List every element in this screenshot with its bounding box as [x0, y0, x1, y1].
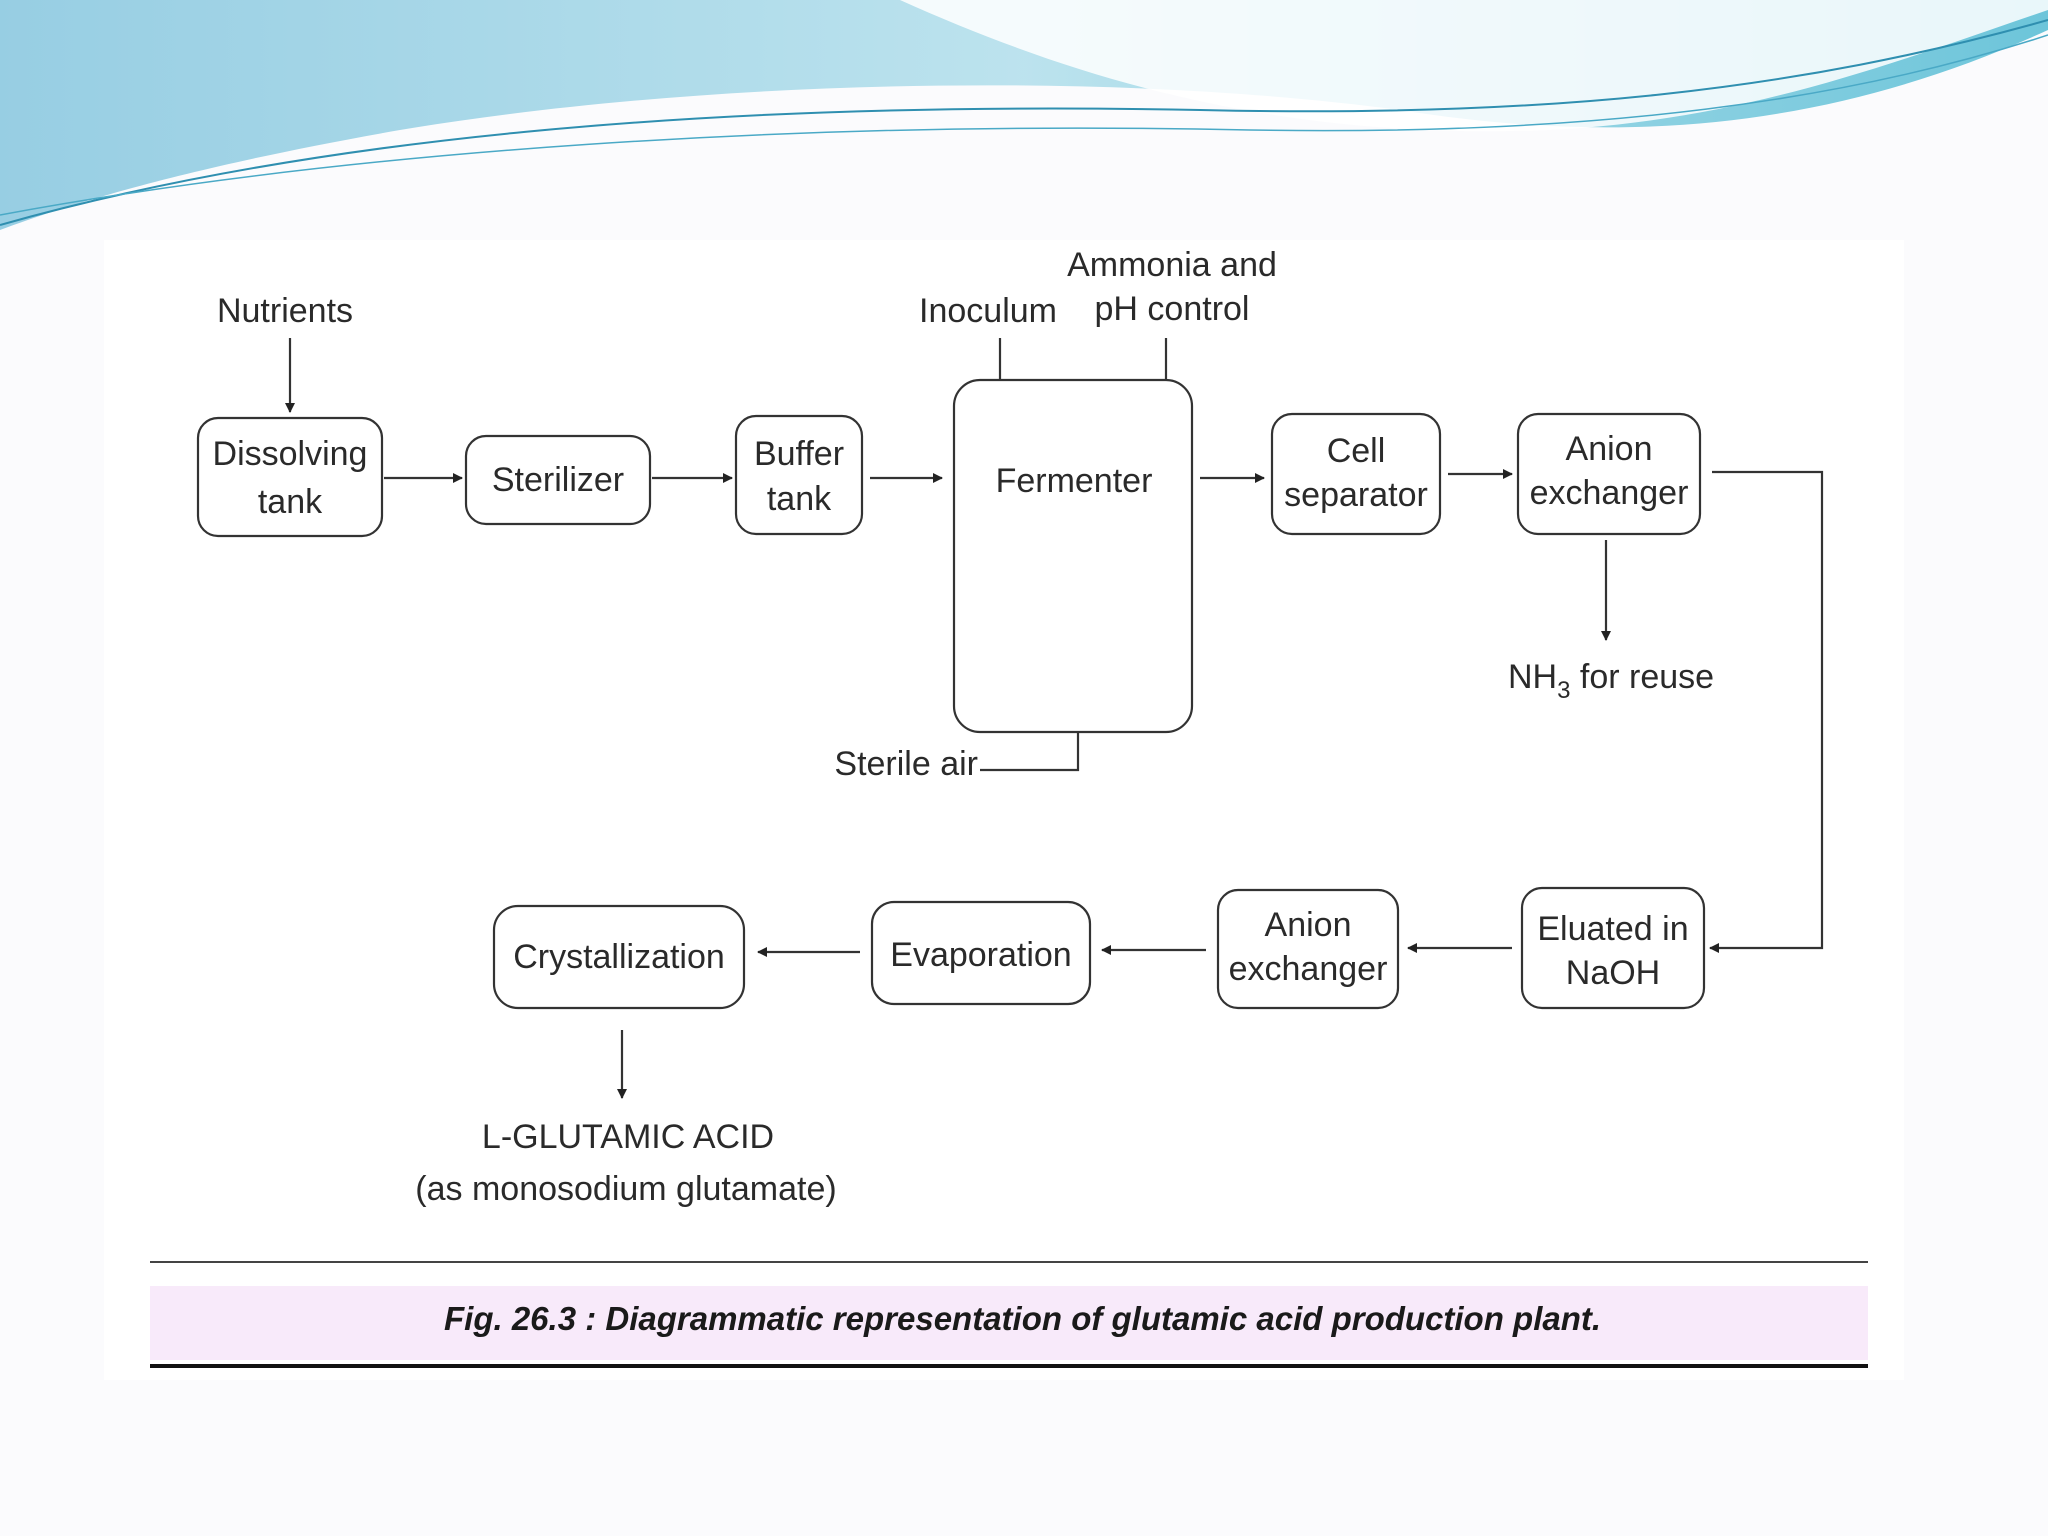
- figure-caption: Fig. 26.3 : Diagrammatic representation …: [444, 1300, 1601, 1337]
- product-label-line1: L-GLUTAMIC ACID: [482, 1118, 774, 1156]
- svg-text:Anion: Anion: [1265, 906, 1352, 944]
- connector-exchanger-to-eluated: [1709, 470, 1824, 953]
- product-label-line2: (as monosodium glutamate): [415, 1170, 836, 1208]
- svg-text:tank: tank: [767, 480, 832, 518]
- ammonia-label-line2: pH control: [1095, 290, 1250, 328]
- node-anion-exchanger-1: Anion exchanger: [1516, 412, 1702, 536]
- node-cell-separator: Cell separator: [1270, 412, 1442, 536]
- svg-text:Crystallization: Crystallization: [513, 938, 725, 976]
- svg-text:Buffer: Buffer: [754, 435, 844, 473]
- svg-text:Fermenter: Fermenter: [996, 462, 1153, 500]
- svg-text:Evaporation: Evaporation: [890, 936, 1071, 974]
- svg-text:NaOH: NaOH: [1566, 954, 1660, 992]
- sterile-air-label: Sterile air: [834, 745, 978, 783]
- node-crystallization: Crystallization: [492, 904, 746, 1010]
- svg-text:exchanger: exchanger: [1229, 950, 1388, 988]
- caption-highlight: [150, 1286, 1868, 1360]
- node-fermenter: Fermenter: [952, 378, 1194, 734]
- node-eluated-naoh: Eluated in NaOH: [1520, 886, 1706, 1010]
- inoculum-label: Inoculum: [919, 292, 1057, 330]
- header-wave-decoration: [0, 0, 2048, 230]
- svg-text:Eluated in: Eluated in: [1537, 910, 1688, 948]
- nh3-label: NH3 for reuse: [1508, 658, 1714, 704]
- svg-text:exchanger: exchanger: [1530, 474, 1689, 512]
- node-buffer-tank: Buffer tank: [734, 414, 864, 536]
- svg-text:separator: separator: [1284, 476, 1428, 514]
- svg-text:tank: tank: [258, 483, 323, 521]
- ammonia-label-line1: Ammonia and: [1067, 246, 1277, 284]
- svg-text:Dissolving: Dissolving: [213, 435, 368, 473]
- node-evaporation: Evaporation: [870, 900, 1092, 1006]
- svg-text:Anion: Anion: [1566, 430, 1653, 468]
- nutrients-label: Nutrients: [217, 292, 353, 330]
- svg-text:Sterilizer: Sterilizer: [492, 461, 624, 499]
- svg-text:Cell: Cell: [1327, 432, 1386, 470]
- node-anion-exchanger-2: Anion exchanger: [1216, 888, 1400, 1010]
- node-sterilizer: Sterilizer: [464, 434, 652, 526]
- node-dissolving-tank: Dissolving tank: [196, 416, 384, 538]
